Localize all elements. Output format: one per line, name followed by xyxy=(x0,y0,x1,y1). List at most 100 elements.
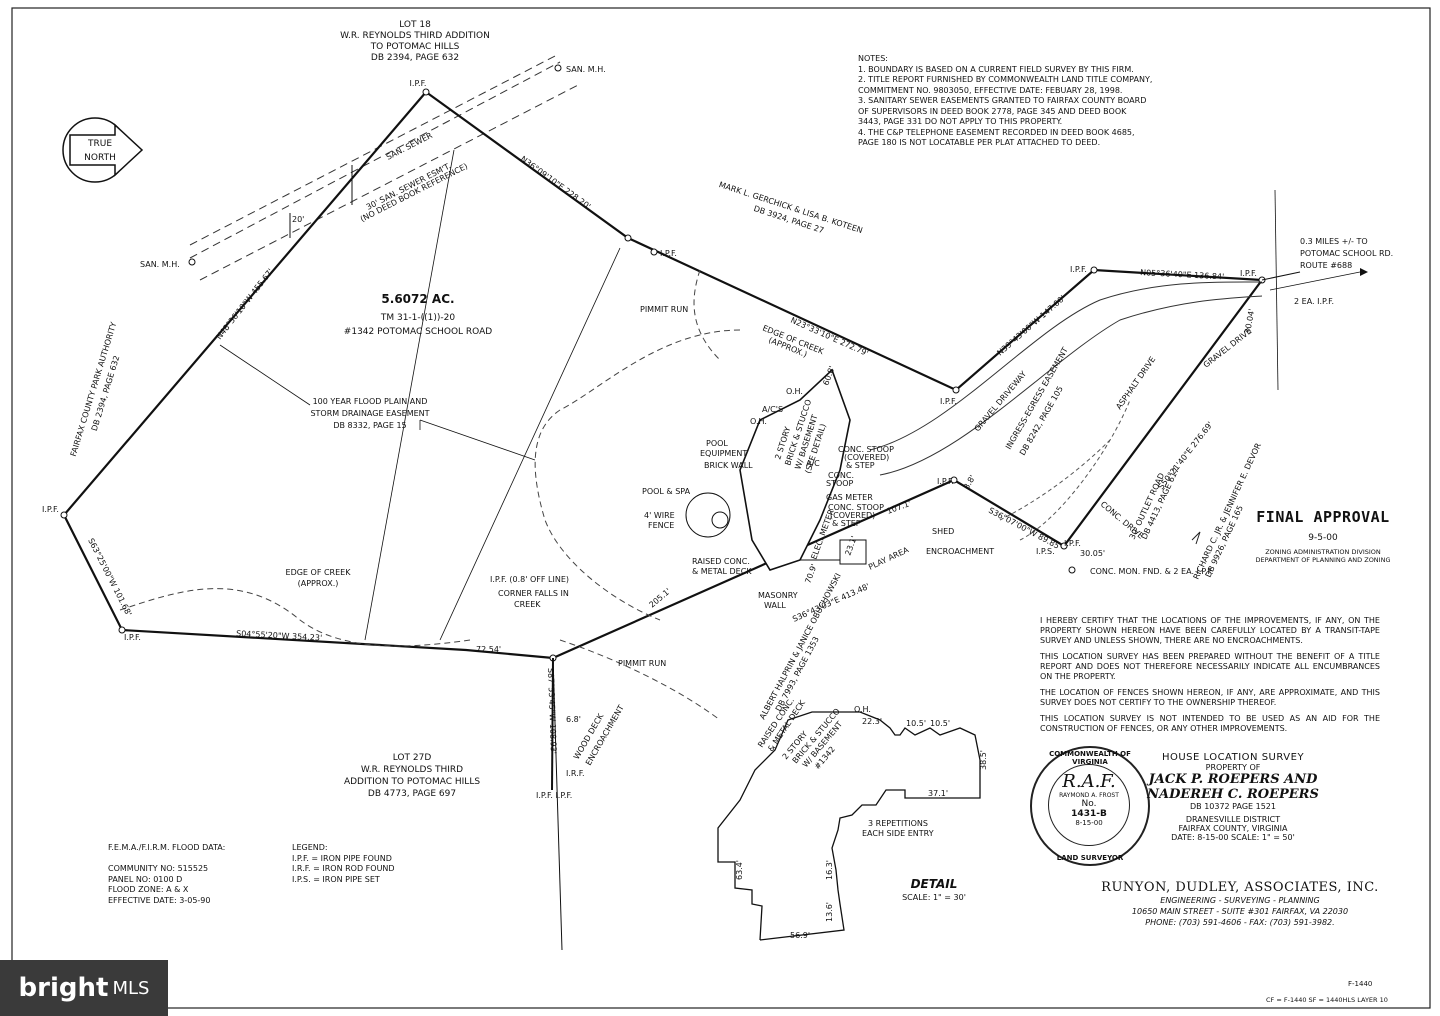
lot18-line1: LOT 18 xyxy=(399,20,431,30)
label-irf: I.R.F. xyxy=(566,769,585,778)
label-shed-2: ENCROACHMENT xyxy=(926,547,994,556)
bearing-b8: S87°53'45"W 108.93' xyxy=(546,668,558,754)
label-ipf-5: I.P.F. xyxy=(937,477,954,486)
watermark-bright: bright xyxy=(18,973,109,1003)
lot27d-line3: ADDITION TO POTOMAC HILLS xyxy=(344,777,480,787)
date-scale: DATE: 8-15-00 SCALE: 1" = 50' xyxy=(1171,833,1295,842)
seal-number: 1431-B xyxy=(1071,809,1107,819)
label-shed-1: SHED xyxy=(932,527,954,536)
sewer-lines xyxy=(189,55,581,281)
cert-para-1: I HEREBY CERTIFY THAT THE LOCATIONS OF T… xyxy=(1040,616,1380,645)
north-text-1: TRUE xyxy=(87,139,112,149)
lot27d-line1: LOT 27D xyxy=(393,753,432,763)
north-text-2: NORTH xyxy=(84,153,116,163)
label-ips: I.P.S. xyxy=(1036,547,1055,556)
label-route-3: ROUTE #688 xyxy=(1300,261,1352,270)
label-masonry-2: WALL xyxy=(764,601,786,610)
label-conc-mon: CONC. MON. FND. & 2 EA. I.P.F. xyxy=(1090,567,1213,576)
approval-line-1: ZONING ADMINISTRATION DIVISION xyxy=(1265,548,1381,556)
label-sewer-esmt-2: (NO DEED BOOK REFERENCE) xyxy=(359,162,469,224)
bearing-b1: N36°09'10"E 228.20' xyxy=(519,154,592,211)
label-ac: A/C xyxy=(806,459,820,468)
note-line-3: COMMITMENT NO. 9803050, EFFECTIVE DATE: … xyxy=(858,85,1123,95)
creek-edge-bottom xyxy=(559,639,721,721)
footer-layer: CF = F-1440 SF = 1440HLS LAYER 10 xyxy=(1266,996,1388,1004)
legend-line-2: I.P.F. = IRON PIPE FOUND xyxy=(292,853,392,863)
site-address: #1342 POTOMAC SCHOOL ROAD xyxy=(344,327,492,337)
legend-line-4: I.P.S. = IRON PIPE SET xyxy=(292,874,380,884)
flood-plain-line xyxy=(534,329,741,621)
brightmls-watermark: bright MLS xyxy=(0,960,168,1016)
label-stoop2: CONC. xyxy=(828,471,854,480)
fema-block: F.E.M.A./F.I.R.M. FLOOD DATA: COMMUNITY … xyxy=(108,843,238,906)
seal-bottom-text: LAND SURVEYOR xyxy=(1056,854,1124,862)
label-stoop3: CONC. STOOP xyxy=(828,503,884,512)
legend-line-3: I.R.F. = IRON ROD FOUND xyxy=(292,864,395,873)
bearing-b4: N05°36'40"E 136.84' xyxy=(1140,268,1225,281)
bearing-b9: S04°55'20"W 354.23' xyxy=(236,629,322,642)
note-line-6: 3443, PAGE 331 DO NOT APPLY TO THIS PROP… xyxy=(858,117,1063,126)
firm-block: RUNYON, DUDLEY, ASSOCIATES, INC. ENGINEE… xyxy=(1100,880,1380,928)
flood-text-3: DB 8332, PAGE 15 xyxy=(333,421,406,430)
final-approval-stamp: FINAL APPROVAL 9-5-00 ZONING ADMINISTRAT… xyxy=(1238,508,1408,564)
label-stoop2b: STOOP xyxy=(826,479,854,488)
property-boundary xyxy=(62,91,1265,660)
approval-title: FINAL APPROVAL xyxy=(1256,508,1390,526)
detail-dim-4: 37.1' xyxy=(928,789,948,798)
cert-para-4: THIS LOCATION SURVEY IS NOT INTENDED TO … xyxy=(1040,714,1380,733)
label-stoop3b: (COVERED) xyxy=(830,511,875,520)
survey-title: HOUSE LOCATION SURVEY xyxy=(1161,752,1305,763)
detail-dim-5: 56.9' xyxy=(790,931,810,940)
label-ipf-6: I.P.F. xyxy=(1064,539,1081,548)
dist-d6: 6.8' xyxy=(566,715,581,724)
dist-d8: 23.1' xyxy=(843,535,858,557)
creek-top xyxy=(693,269,721,361)
label-san-mh-top: SAN. M.H. xyxy=(566,65,606,74)
bearing-b12: N48°36'10"W 455.67' xyxy=(214,267,275,341)
firm-name: RUNYON, DUDLEY, ASSOCIATES, INC. xyxy=(1101,880,1379,895)
property-of: PROPERTY OF xyxy=(1205,763,1261,772)
fema-line-4: PANEL NO: 0100 D xyxy=(108,874,183,884)
label-creek-left-2: (APPROX.) xyxy=(298,579,339,588)
label-pimmit-top: PIMMIT RUN xyxy=(640,305,688,314)
label-sewer-esmt-1: 30' SAN. SEWER ESM'T. xyxy=(365,161,452,212)
detail-reps-2: EACH SIDE ENTRY xyxy=(862,829,934,838)
detail-scale: SCALE: 1" = 30' xyxy=(902,893,966,902)
lot18-line4: DB 2394, PAGE 632 xyxy=(371,53,459,63)
label-play-area: PLAY AREA xyxy=(867,545,911,572)
label-ipf-2: I.P.F. xyxy=(1240,269,1257,278)
boundary-markers xyxy=(60,88,1266,662)
note-line-4: 3. SANITARY SEWER EASEMENTS GRANTED TO F… xyxy=(858,96,1147,105)
label-stoop3c: & STEP xyxy=(832,519,861,528)
detail-title: DETAIL xyxy=(911,877,958,891)
note-line-2: 2. TITLE REPORT FURNISHED BY COMMONWEALT… xyxy=(858,75,1153,84)
sewer-manholes xyxy=(188,64,562,266)
lot27d-line2: W.R. REYNOLDS THIRD xyxy=(361,765,463,775)
label-wire-fence-1: 4' WIRE xyxy=(644,511,675,520)
sheet-border xyxy=(11,7,1431,1009)
label-raised-deck-1: RAISED CONC. xyxy=(692,557,750,566)
firm-address: 10650 MAIN STREET - SUITE #301 FAIRFAX, … xyxy=(1131,907,1349,916)
flood-text-2: STORM DRAINAGE EASEMENT xyxy=(310,409,429,418)
detail-dim-3: 38.5' xyxy=(979,750,988,770)
sheet-number: F-1440 xyxy=(1348,980,1373,988)
legend-block: LEGEND: I.P.F. = IRON PIPE FOUND I.R.F. … xyxy=(292,843,422,885)
detail-dim-8: 16.3' xyxy=(825,860,834,880)
house-footprint xyxy=(739,368,851,571)
approval-date: 9-5-00 xyxy=(1308,533,1338,543)
house-detail: 2 STORY BRICK & STUCCO W/ BASEMENT #1342… xyxy=(717,696,988,941)
notes-heading: NOTES: xyxy=(858,54,888,63)
pool-spa xyxy=(685,492,731,538)
creek-edge-left xyxy=(119,588,471,647)
dist-d4: 107.1' xyxy=(886,499,913,516)
label-pool-equip-1: POOL xyxy=(706,439,728,448)
dist-d2: 30.04' xyxy=(1243,308,1256,334)
label-ipf-1: I.P.F. xyxy=(1070,265,1087,274)
label-masonry-1: MASONRY xyxy=(758,591,798,600)
cert-para-2: THIS LOCATION SURVEY HAS BEEN PREPARED W… xyxy=(1040,652,1380,681)
note-line-1: 1. BOUNDARY IS BASED ON A CURRENT FIELD … xyxy=(858,64,1134,74)
county: FAIRFAX COUNTY, VIRGINIA xyxy=(1178,824,1288,833)
bearing-b5: S50°21'40"E 276.69' xyxy=(1156,420,1214,491)
detail-dim-2: 10.5' xyxy=(930,719,950,728)
label-ipf-4: I.P.F. xyxy=(660,249,677,258)
